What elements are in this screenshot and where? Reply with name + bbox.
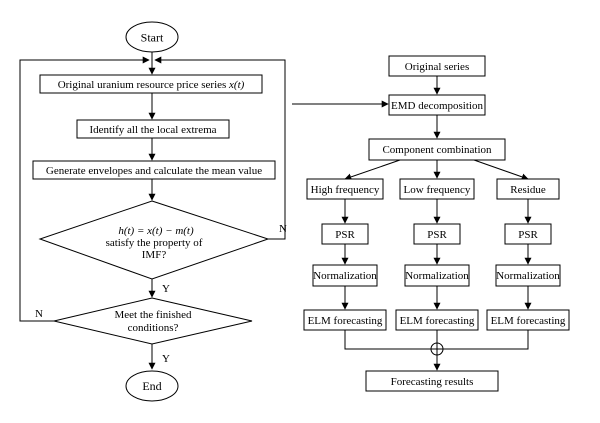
original-series-node-label: Original series <box>405 61 469 73</box>
branch-high-psr-label: PSR <box>335 229 355 241</box>
finished-check-diamond <box>53 297 253 345</box>
finished-no-label: N <box>35 308 43 320</box>
branch-low-normalization-label: Normalization <box>405 270 469 282</box>
imf-check-line2: satisfy the property of <box>106 237 203 249</box>
original-series-label: Original uranium resource price series x… <box>58 79 245 91</box>
branch-residue-psr-label: PSR <box>518 229 538 241</box>
identify-extrema-box <box>76 119 230 139</box>
branch-low-psr-label: PSR <box>427 229 447 241</box>
identify-extrema-label: Identify all the local extrema <box>89 124 216 136</box>
end-label: End <box>142 379 161 393</box>
finished-check-line2: conditions? <box>128 322 179 334</box>
imf-check-line3: IMF? <box>142 249 167 261</box>
branch-low-frequency-label: Low frequency <box>404 184 471 196</box>
imf-yes-label: Y <box>162 283 170 295</box>
branch-high-normalization-label: Normalization <box>313 270 377 282</box>
finished-yes-label: Y <box>162 353 170 365</box>
forecasting-results-node <box>365 370 499 392</box>
branch-high-frequency-label: High frequency <box>311 184 380 196</box>
generate-envelopes-box <box>32 160 276 180</box>
branch-residue-label: Residue <box>510 184 546 196</box>
emd-decomposition-label: EMD decomposition <box>391 100 483 112</box>
component-combination-label: Component combination <box>382 144 492 156</box>
start-label: Start <box>141 31 164 45</box>
imf-check-line1: h(t) = x(t) − m(t) <box>118 225 194 237</box>
finished-check-line1: Meet the finished <box>115 309 192 321</box>
branch-low-elm-label: ELM forecasting <box>400 315 475 327</box>
branch-residue-normalization-label: Normalization <box>496 270 560 282</box>
imf-no-label: N <box>279 223 287 235</box>
end-terminal <box>125 370 179 402</box>
forecasting-results-label: Forecasting results <box>391 376 474 388</box>
branch-high-elm-label: ELM forecasting <box>308 315 383 327</box>
original-series-box <box>39 74 263 94</box>
generate-envelopes-label: Generate envelopes and calculate the mea… <box>46 165 262 177</box>
branch-residue-elm-label: ELM forecasting <box>491 315 566 327</box>
